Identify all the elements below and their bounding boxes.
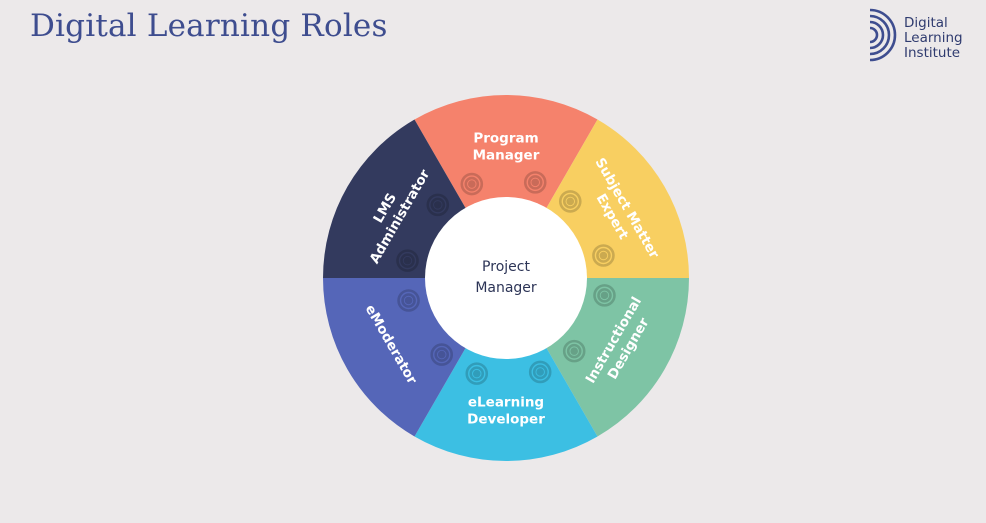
segment-lms-administrator (323, 119, 466, 278)
concentric-arcs-icon (869, 8, 897, 62)
target-icon (465, 362, 489, 385)
target-icon (528, 360, 552, 384)
target-icon (397, 289, 420, 312)
target-icon (426, 193, 450, 217)
segment-instructional-designer (546, 278, 689, 437)
target-icon (558, 190, 582, 213)
target-icon (430, 343, 454, 366)
logo-wordmark: Digital Learning Institute (904, 16, 963, 61)
logo-line: Institute (904, 45, 961, 61)
segment-emoderator (323, 278, 466, 437)
logo-line: Learning (904, 30, 963, 46)
logo-line: Digital (904, 15, 948, 31)
segment-subject-matter-expert (546, 119, 689, 278)
segment-program-manager (414, 94, 598, 209)
target-icon (523, 171, 547, 194)
target-icon (562, 339, 586, 363)
target-icon (593, 284, 616, 307)
logo: Digital Learning Institute (866, 6, 982, 64)
target-icon (592, 244, 615, 267)
center-circle (425, 197, 587, 359)
page-title: Digital Learning Roles (30, 8, 388, 44)
segment-elearning-developer (414, 347, 598, 461)
target-icon (460, 172, 484, 196)
target-icon (396, 249, 419, 272)
